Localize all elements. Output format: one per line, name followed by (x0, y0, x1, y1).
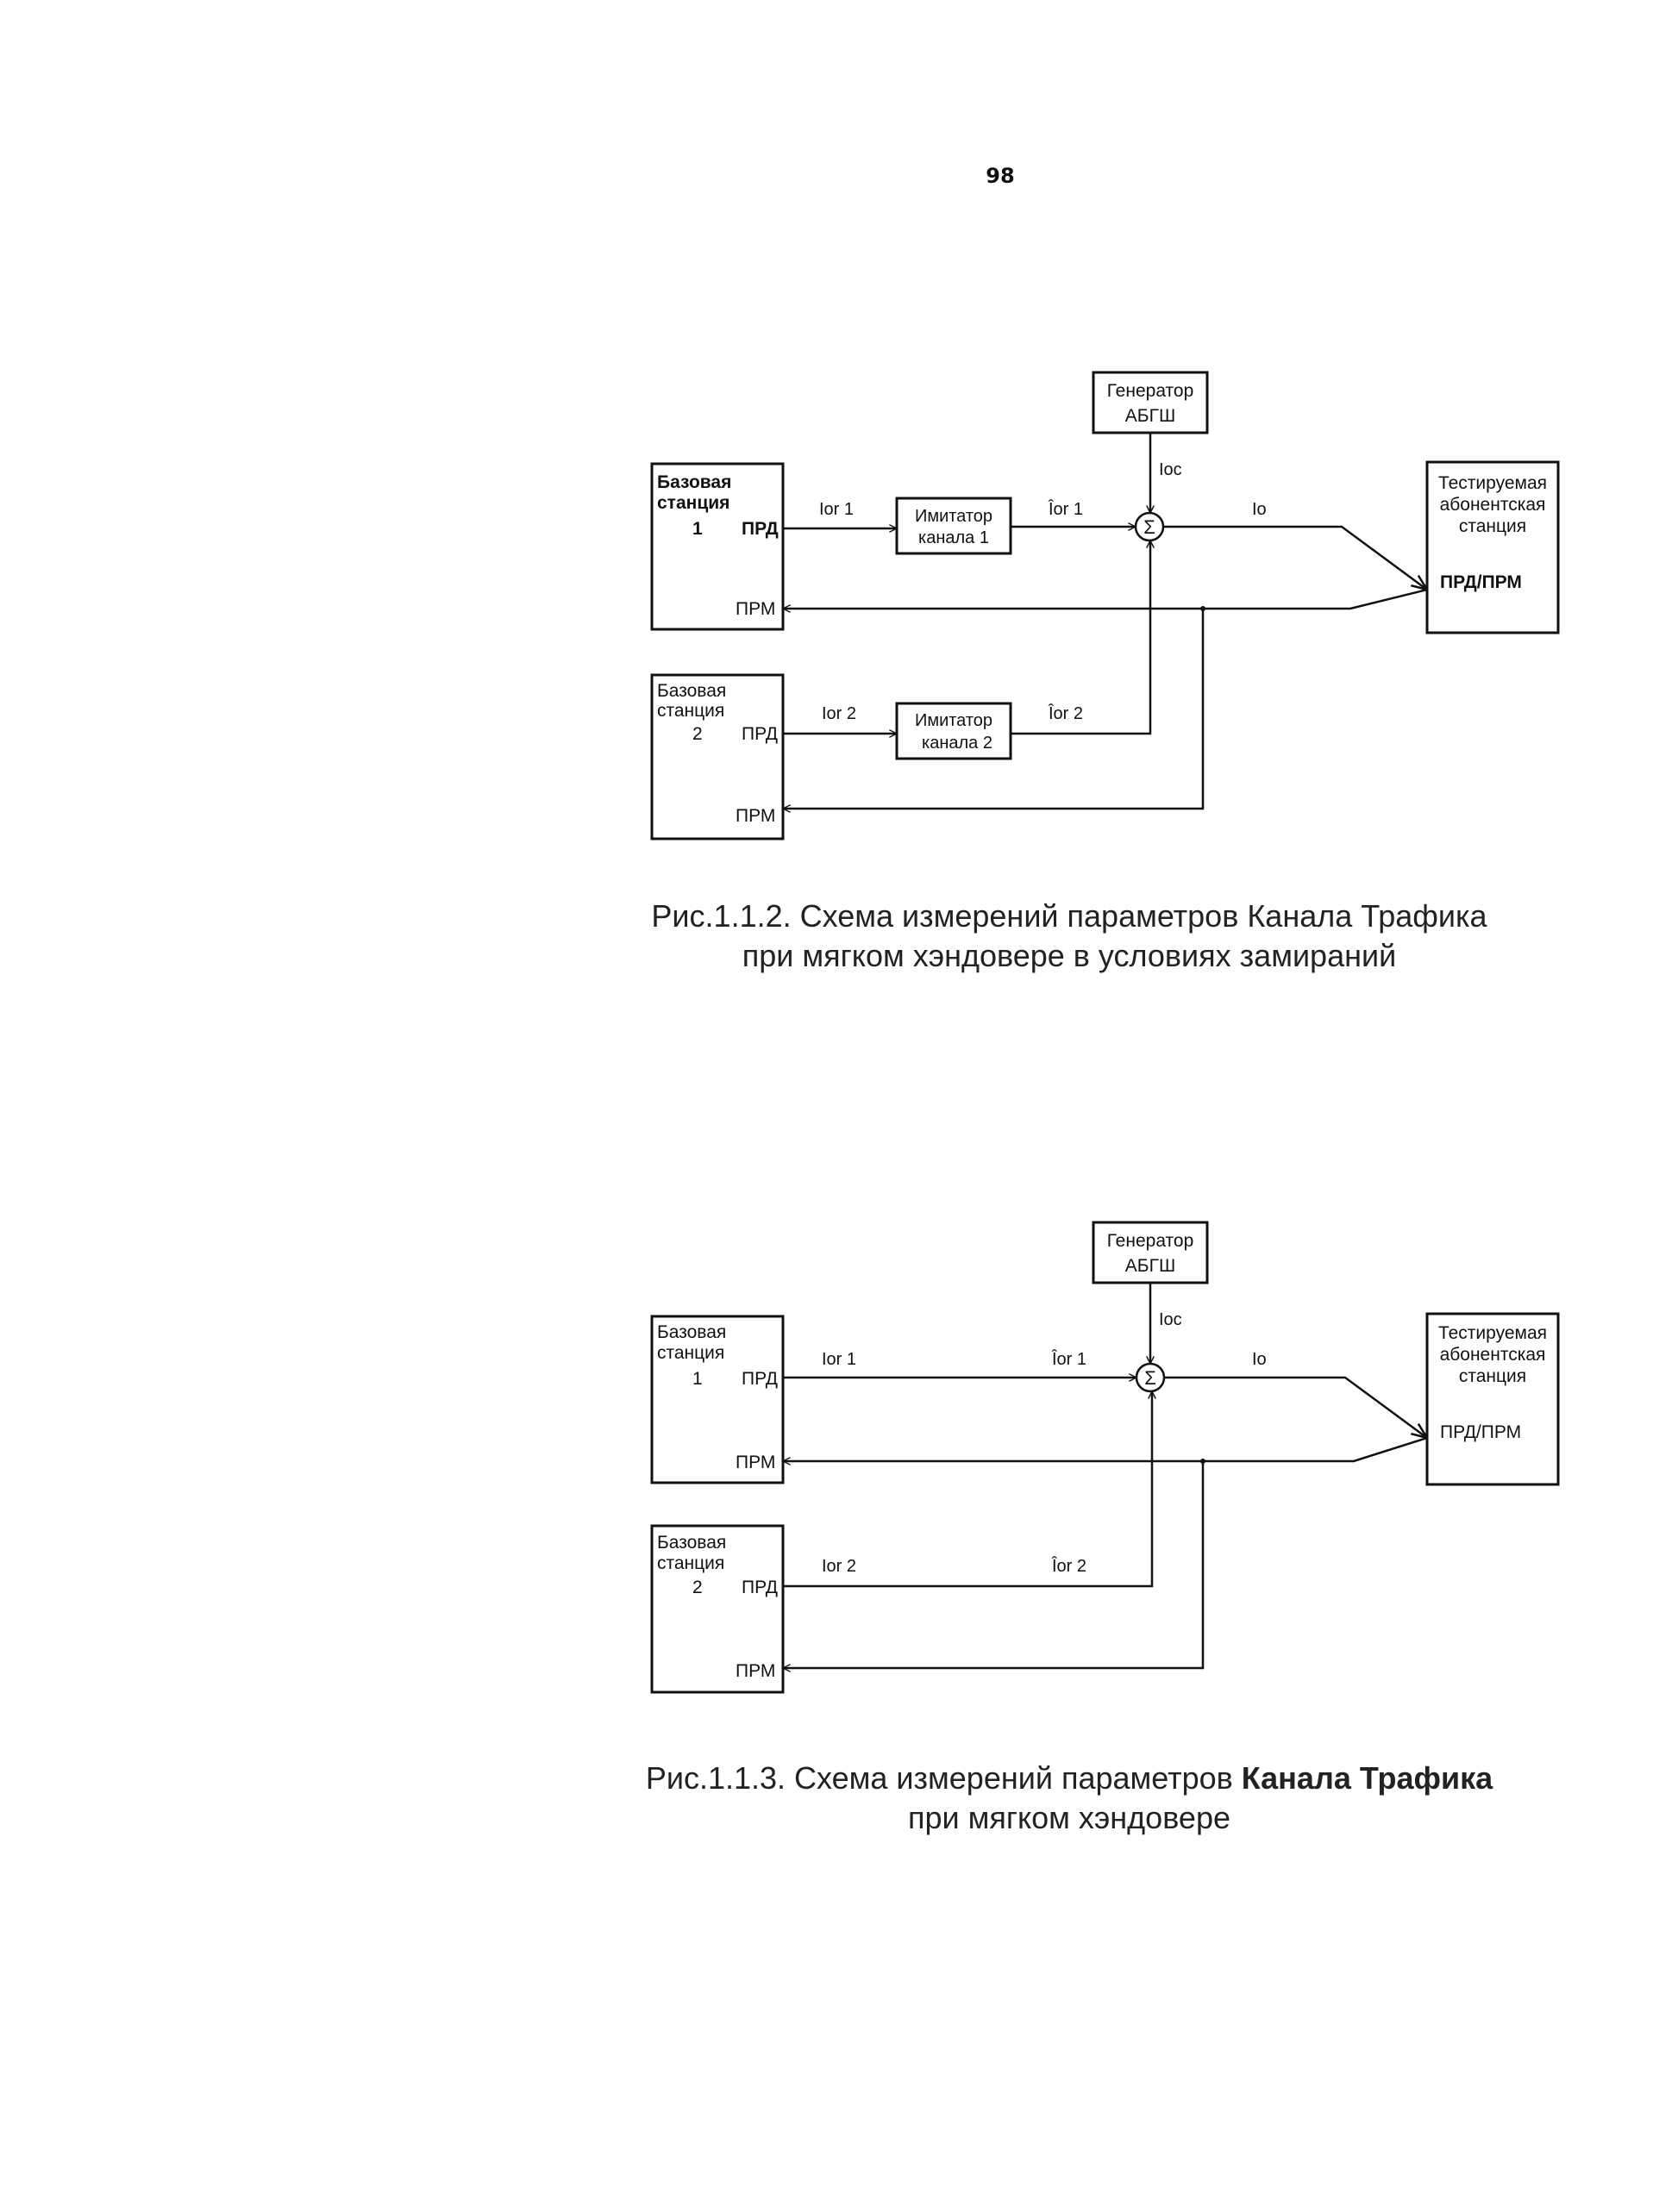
caption-1-1-2-line1: Рис.1.1.2. Схема измерений параметров Ка… (651, 898, 1487, 934)
wire2-subscriber-to-base1-rx (783, 1436, 1428, 1461)
noise-generator-block-2: Генератор АБГШ (1092, 1221, 1209, 1284)
base1-tx-label: ПРД (742, 519, 779, 539)
base1b-label-line1: Базовая (657, 1322, 726, 1342)
wire2-branch-to-base2-rx (783, 1461, 1205, 1668)
base2-rx-label: ПРМ (736, 806, 775, 826)
label2-ior1-hat: Îor 1 (1051, 1349, 1086, 1369)
page-number: 98 (986, 164, 1015, 188)
channel-simulator-2-block: Имитатор канала 2 (895, 702, 1012, 760)
label2-ior2-hat: Îor 2 (1051, 1556, 1086, 1576)
label2-ior2: Ior 2 (822, 1557, 856, 1576)
base1-rx-label: ПРМ (736, 599, 775, 619)
caption-1-1-3-line1-plain: Рис.1.1.3. Схема измерений параметров (645, 1760, 1242, 1796)
figure-caption-1-1-3: Рис.1.1.3. Схема измерений параметров Ка… (552, 1759, 1587, 1838)
generator2-label-line2: АБГШ (1125, 1256, 1175, 1276)
subscriber-port-label: ПРД/ПРМ (1440, 572, 1522, 592)
wire-subscriber-to-base1-rx (783, 588, 1428, 609)
junction-dot (1200, 606, 1205, 611)
caption-1-1-3-line1-bold: Канала Трафика (1241, 1760, 1493, 1796)
subscriber2-label-line2: абонентская (1440, 1345, 1546, 1365)
base-station-1-block-2: Базовая станция 1 ПРД ПРМ (650, 1315, 785, 1484)
base1b-number: 1 (692, 1369, 703, 1389)
caption-1-1-3-line1: Рис.1.1.3. Схема измерений параметров Ка… (552, 1759, 1587, 1798)
sum-symbol: Σ (1143, 516, 1155, 538)
base2-number: 2 (692, 724, 703, 744)
base-station-1-block: Базовая станция 1 ПРД ПРМ (650, 462, 785, 631)
summation-node: Σ (1134, 511, 1165, 542)
diagram-fig-1-1-2: Генератор АБГШ Базовая станция 1 ПРД ПРМ… (650, 371, 1560, 840)
base2b-tx-label: ПРД (742, 1578, 778, 1597)
label-io: Io (1252, 500, 1267, 519)
figure-caption-1-1-2: Рис.1.1.2. Схема измерений параметров Ка… (552, 897, 1587, 976)
base1b-label-line2: станция (657, 1343, 724, 1363)
base1-number: 1 (692, 519, 703, 539)
base1-label-line1: Базовая (657, 472, 731, 492)
wire2-base2-to-sum (783, 1391, 1152, 1588)
base2b-label-line1: Базовая (657, 1533, 726, 1553)
subscriber2-label-line3: станция (1459, 1366, 1526, 1386)
label-ior1-hat: Îor 1 (1048, 499, 1083, 519)
subscriber-station-block: Тестируемая абонентская станция ПРД/ПРМ (1425, 460, 1560, 634)
base-station-2-block: Базовая станция 2 ПРД ПРМ (650, 673, 785, 840)
label-ior2: Ior 2 (822, 704, 856, 723)
subscriber-label-line2: абонентская (1440, 495, 1546, 515)
base2b-number: 2 (692, 1578, 703, 1597)
noise-generator-block: Генератор АБГШ (1092, 371, 1209, 434)
wire-sim2-to-sum (1011, 541, 1150, 735)
sum-symbol-2: Σ (1144, 1367, 1156, 1389)
generator2-label-line1: Генератор (1107, 1231, 1194, 1251)
wire-branch-to-base2-rx (783, 609, 1205, 809)
base1-label-line2: станция (657, 493, 729, 513)
label2-ior1: Ior 1 (822, 1350, 856, 1369)
base1b-rx-label: ПРМ (736, 1453, 775, 1472)
base1b-tx-label: ПРД (742, 1369, 778, 1389)
sim2-label-line1: Имитатор (915, 711, 992, 730)
label2-io: Io (1252, 1350, 1267, 1369)
subscriber-label-line3: станция (1459, 516, 1526, 536)
subscriber2-label-line1: Тестируемая (1438, 1323, 1547, 1343)
junction-dot-2 (1200, 1459, 1205, 1464)
label2-ioc: Ioc (1159, 1310, 1182, 1329)
subscriber-station-block-2: Тестируемая абонентская станция ПРД/ПРМ (1425, 1312, 1560, 1486)
diagram-fig-1-1-3: Генератор АБГШ Базовая станция 1 ПРД ПРМ… (650, 1221, 1560, 1694)
wire-sum-to-subscriber (1163, 525, 1427, 590)
summation-node-2: Σ (1135, 1362, 1166, 1393)
base2-label-line2: станция (657, 701, 724, 721)
caption-1-1-3-line2: при мягком хэндовере (908, 1800, 1230, 1835)
label-ior2-hat: Îor 2 (1048, 703, 1083, 723)
sim1-label-line2: канала 1 (918, 528, 989, 547)
base2b-label-line2: станция (657, 1553, 724, 1573)
sim1-label-line1: Имитатор (915, 507, 992, 526)
wire2-sum-to-subscriber (1164, 1376, 1427, 1438)
base2-tx-label: ПРД (742, 724, 778, 744)
caption-1-1-2-line2: при мягком хэндовере в условиях замирани… (742, 938, 1397, 973)
label-ioc: Ioc (1159, 460, 1182, 479)
sim2-label-line2: канала 2 (922, 734, 992, 753)
generator-label-line2: АБГШ (1125, 406, 1175, 426)
label-ior1: Ior 1 (819, 500, 854, 519)
generator-label-line1: Генератор (1107, 381, 1194, 401)
channel-simulator-1-block: Имитатор канала 1 (895, 497, 1012, 555)
subscriber-label-line1: Тестируемая (1438, 473, 1547, 493)
subscriber2-port-label: ПРД/ПРМ (1440, 1422, 1521, 1442)
base-station-2-block-2: Базовая станция 2 ПРД ПРМ (650, 1524, 785, 1694)
base2b-rx-label: ПРМ (736, 1661, 775, 1681)
base2-label-line1: Базовая (657, 681, 726, 701)
